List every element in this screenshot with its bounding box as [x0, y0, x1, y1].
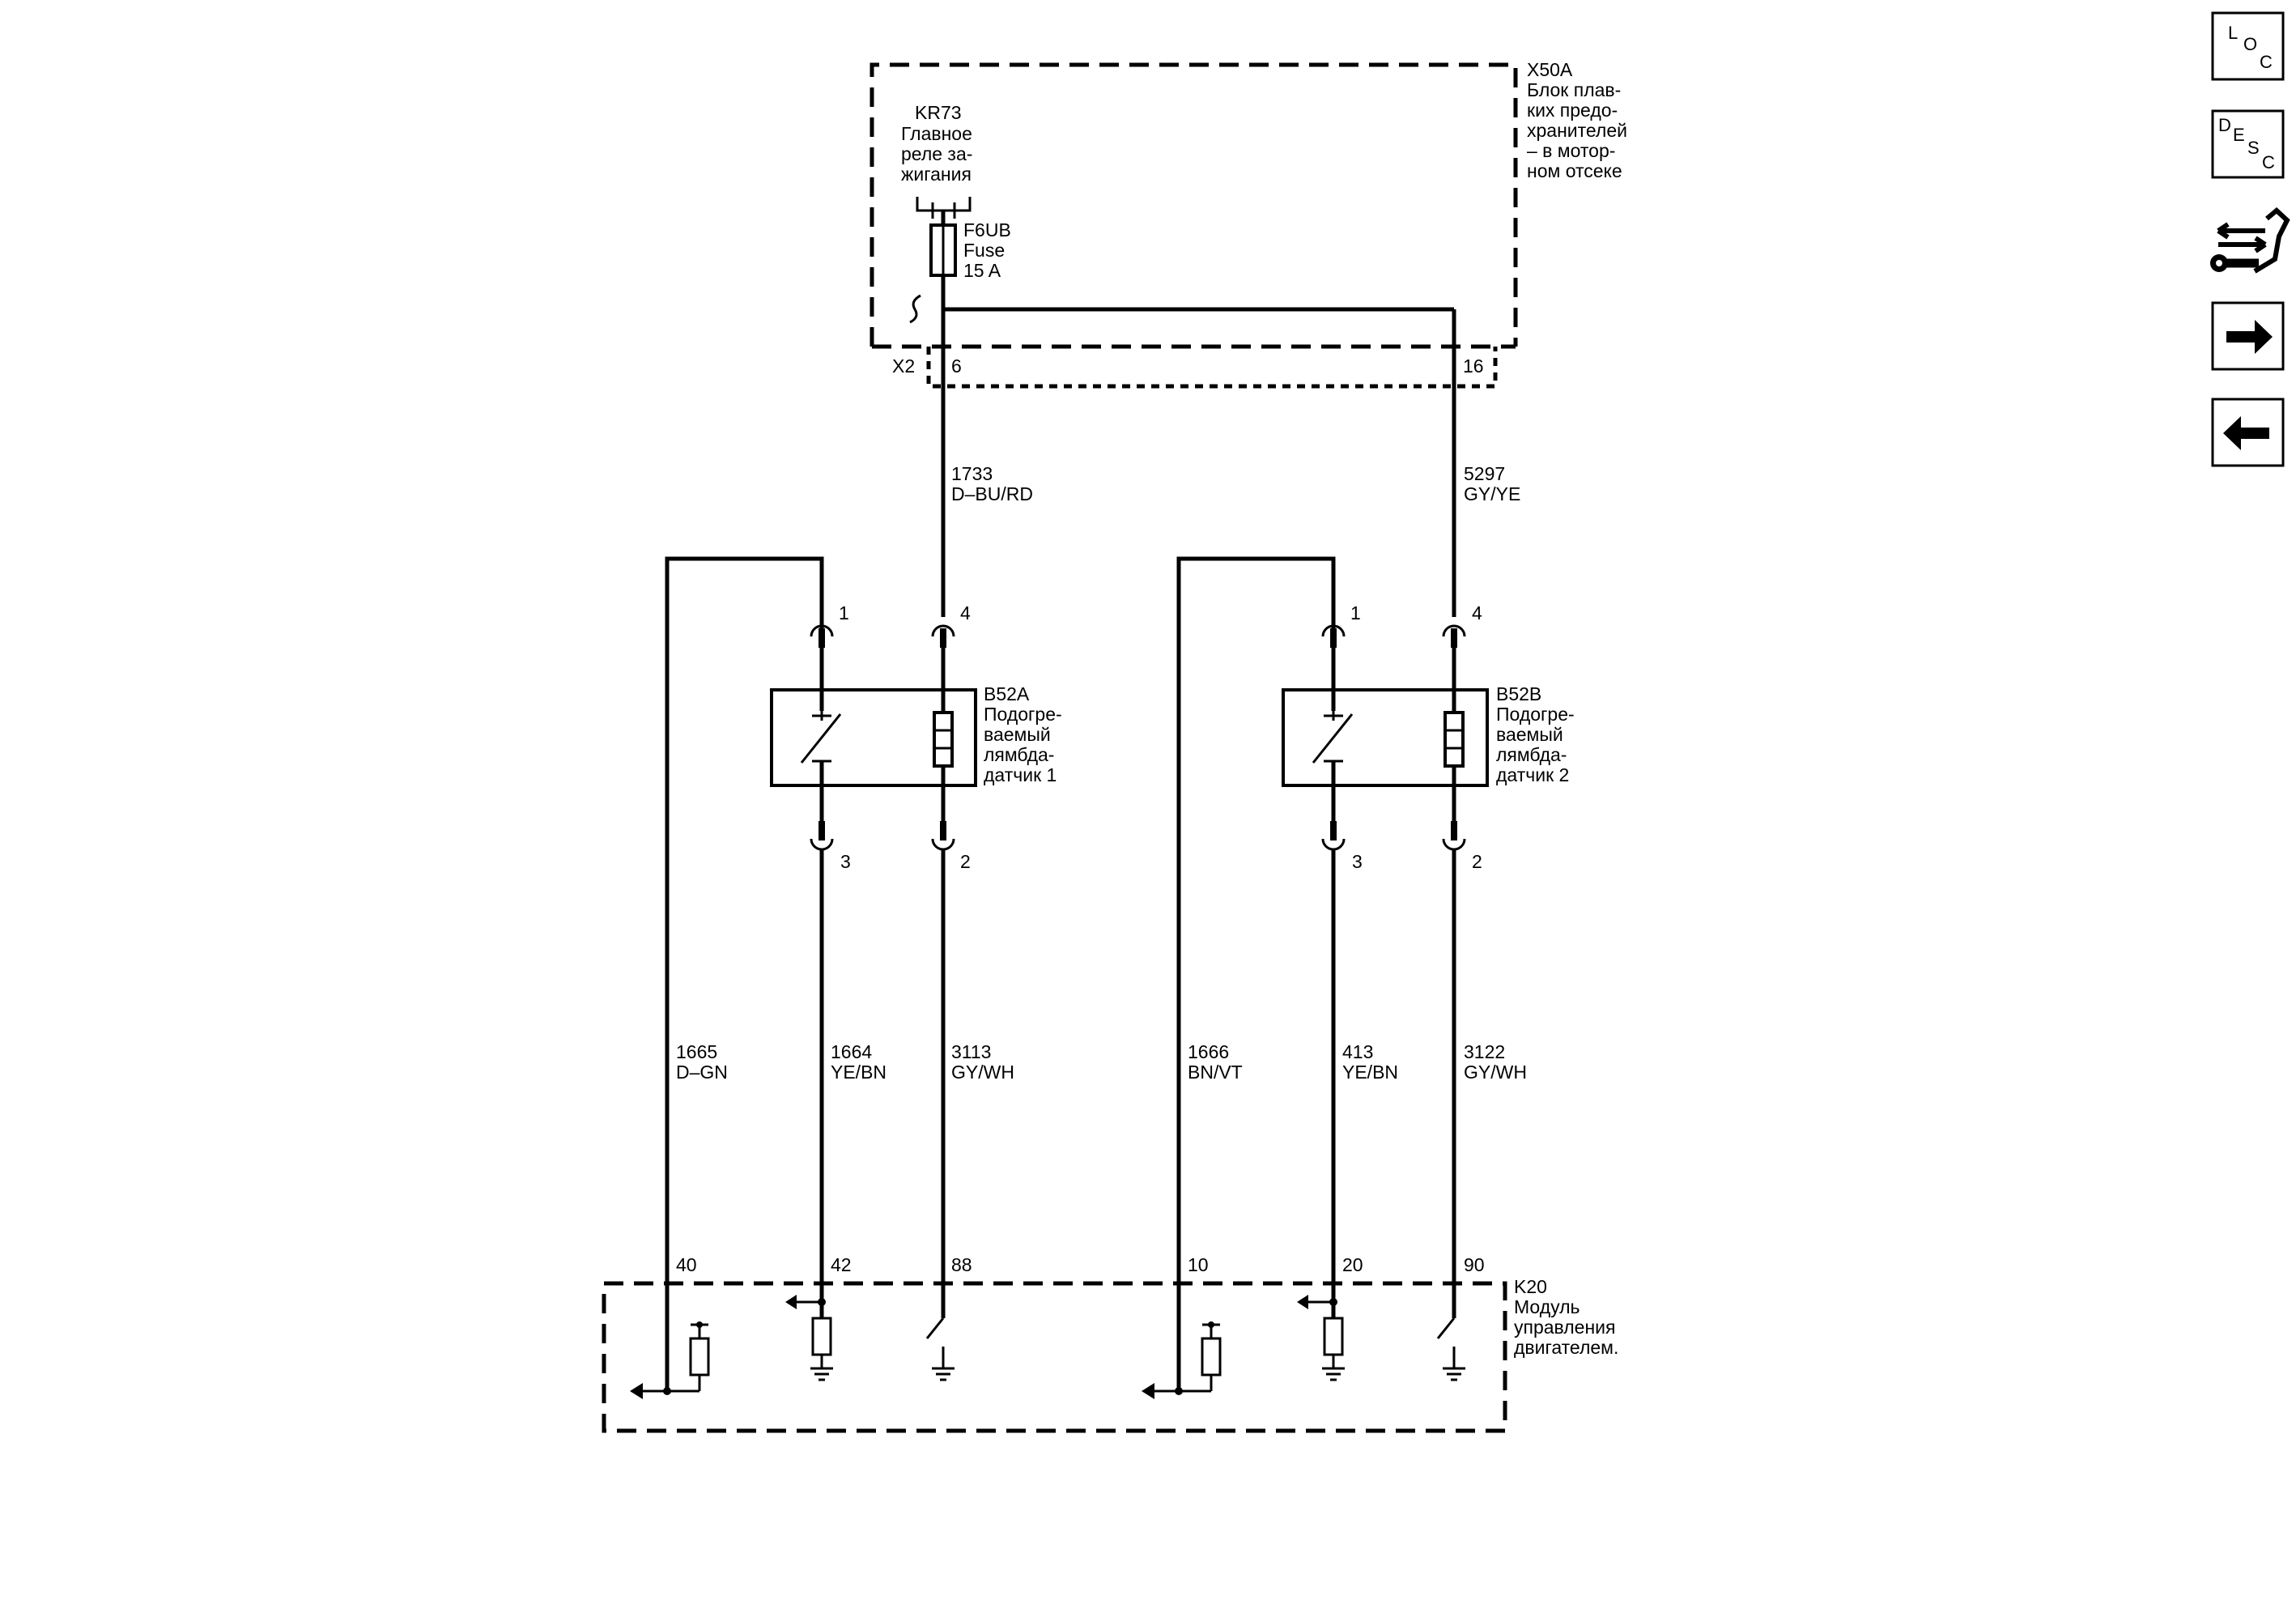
- fuse-block-desc-2: ких предо-: [1527, 100, 1618, 121]
- wire-1733-circuit: 1733: [951, 463, 993, 484]
- wire-413-color: YE/BN: [1342, 1062, 1398, 1083]
- b52b-desc-4: датчик 2: [1496, 764, 1569, 785]
- svg-text:E: E: [2233, 125, 2245, 145]
- pin-6-label: 6: [951, 355, 962, 377]
- relay-desc-2: реле за-: [901, 143, 972, 164]
- module-desc-1: Модуль: [1514, 1296, 1580, 1317]
- relay-kr73: KR73 Главное реле за- жигания: [901, 102, 972, 219]
- wire-1665-path: [665, 556, 824, 1391]
- fuse-block-desc-5: ном отсеке: [1527, 160, 1622, 181]
- b52b-pin-1-label: 1: [1350, 602, 1361, 623]
- connector-pin-4: [931, 624, 955, 637]
- module-pin-10: 10: [1188, 1254, 1209, 1275]
- b52a-heater-symbol: [933, 711, 954, 768]
- b52b-switch-symbol: [1312, 713, 1354, 764]
- wire-3113-circuit: 3113: [951, 1041, 991, 1062]
- splice-symbol: [909, 294, 921, 324]
- svg-text:S: S: [2247, 138, 2260, 158]
- wire-3113-color: GY/WH: [951, 1062, 1014, 1083]
- fuse-block-id: X50A: [1527, 59, 1573, 80]
- module-pin-20: 20: [1342, 1254, 1363, 1275]
- wire-1666-color: BN/VT: [1188, 1062, 1243, 1083]
- connector-pin-1: [810, 624, 834, 637]
- module-pin-42: 42: [831, 1254, 852, 1275]
- wire-5297-color: GY/YE: [1464, 483, 1520, 504]
- wire-1664-color: YE/BN: [831, 1062, 887, 1083]
- wire-3122-color: GY/WH: [1464, 1062, 1527, 1083]
- sensor-b52b: 1 4 B52B Подогре- ваемый лямбда- датчик …: [1176, 556, 1575, 1391]
- b52b-heater-symbol: [1444, 711, 1465, 768]
- supply-bus: [909, 275, 1456, 617]
- fuse-f6ub: F6UB Fuse 15 A: [929, 211, 1011, 281]
- relay-contact-symbol: [916, 197, 972, 212]
- fuse-desc-1: Fuse: [963, 240, 1005, 261]
- prev-button[interactable]: [2211, 398, 2285, 467]
- connector-x2-outline: [926, 347, 1498, 389]
- wire-1666-circuit: 1666: [1188, 1041, 1229, 1062]
- module-desc-2: управления: [1514, 1317, 1615, 1338]
- fuse-id: F6UB: [963, 219, 1011, 240]
- next-button[interactable]: [2211, 301, 2285, 371]
- fuse-desc-2: 15 A: [963, 260, 1001, 281]
- b52a-desc-3: лямбда-: [984, 744, 1054, 765]
- module-pin-40: 40: [676, 1254, 697, 1275]
- pin-16-label: 16: [1463, 355, 1484, 377]
- b52b-desc-1: Подогре-: [1496, 704, 1575, 725]
- module-id: K20: [1514, 1276, 1547, 1297]
- wire-1664-circuit: 1664: [831, 1041, 872, 1062]
- fuse-block-outline: [870, 62, 1518, 347]
- b52a-desc-4: датчик 1: [984, 764, 1057, 785]
- module-pin-88: 88: [951, 1254, 972, 1275]
- module-circuit-a: [630, 1295, 955, 1399]
- loc-button[interactable]: L O C: [2211, 11, 2285, 81]
- wire-1733-color: D–BU/RD: [951, 483, 1033, 504]
- wire-5297-circuit: 5297: [1464, 463, 1505, 484]
- b52a-pin-1-label: 1: [839, 602, 849, 623]
- sensor-b52a: 1 4 B52A Подогре- ваемый лямбда- датчик …: [665, 556, 1062, 1391]
- wire-1665-color: D–GN: [676, 1062, 728, 1083]
- b52a-id: B52A: [984, 683, 1030, 704]
- fuse-block-desc-3: хранителей: [1527, 120, 1627, 141]
- b52a-switch-symbol: [800, 713, 842, 764]
- fuse-block-x50a: X50A Блок плав- ких предо- хранителей – …: [870, 59, 1627, 389]
- b52a-pin-2-label: 2: [960, 851, 971, 872]
- fuse-block-desc-4: – в мотор-: [1527, 140, 1615, 161]
- diagnostic-icon[interactable]: [2210, 207, 2290, 274]
- b52b-desc-2: ваемый: [1496, 724, 1563, 745]
- arrow-right-icon: [2226, 320, 2273, 354]
- module-pin-90: 90: [1464, 1254, 1485, 1275]
- b52b-desc-3: лямбда-: [1496, 744, 1567, 765]
- wire-413-circuit: 413: [1342, 1041, 1373, 1062]
- relay-desc-3: жигания: [901, 164, 972, 185]
- svg-text:L: L: [2228, 23, 2238, 43]
- module-circuit-b: [1142, 1295, 1465, 1399]
- b52b-id: B52B: [1496, 683, 1541, 704]
- svg-text:C: C: [2262, 152, 2275, 172]
- b52a-desc-1: Подогре-: [984, 704, 1062, 725]
- svg-text:C: C: [2260, 52, 2273, 72]
- relay-id: KR73: [915, 102, 962, 123]
- svg-text:D: D: [2218, 115, 2231, 135]
- fuse-block-desc-1: Блок плав-: [1527, 79, 1621, 100]
- wire-3122-circuit: 3122: [1464, 1041, 1505, 1062]
- desc-button[interactable]: D E S C: [2211, 109, 2285, 179]
- wire-1666-path: [1176, 556, 1336, 1391]
- module-outline: [602, 1281, 1507, 1433]
- b52b-pin-4-label: 4: [1472, 602, 1482, 623]
- wire-1665-circuit: 1665: [676, 1041, 717, 1062]
- module-k20: K20 Модуль управления двигателем.: [602, 1276, 1618, 1433]
- b52a-desc-2: ваемый: [984, 724, 1051, 745]
- b52a-pin-4-label: 4: [960, 602, 971, 623]
- b52b-pin-2-label: 2: [1472, 851, 1482, 872]
- relay-desc-1: Главное: [901, 123, 972, 144]
- arrow-left-icon: [2223, 416, 2269, 450]
- module-desc-3: двигателем.: [1514, 1337, 1618, 1358]
- svg-text:O: O: [2243, 34, 2257, 54]
- b52b-pin-3-label: 3: [1352, 851, 1363, 872]
- connector-x2-label: X2: [892, 355, 915, 377]
- b52a-pin-3-label: 3: [840, 851, 851, 872]
